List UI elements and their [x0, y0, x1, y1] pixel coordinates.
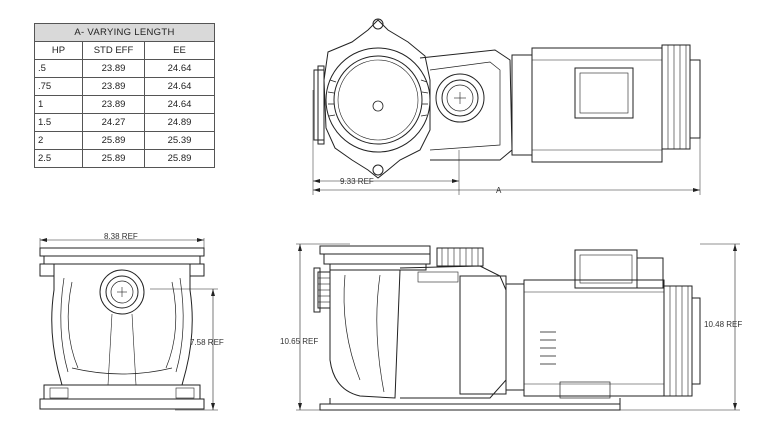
table-row: .75 23.89 24.64: [34, 77, 215, 96]
table-title: A- VARYING LENGTH: [34, 23, 215, 42]
dim-side-right-height: 10.48 REF: [704, 320, 743, 329]
table-row: 2.5 25.89 25.89: [34, 149, 215, 168]
table-row: .5 23.89 24.64: [34, 59, 215, 78]
table-row: 1.5 24.27 24.89: [34, 113, 215, 132]
table-row: 1 23.89 24.64: [34, 95, 215, 114]
dim-front-height: 7.58 REF: [190, 338, 224, 347]
cell-ee: 24.64: [144, 95, 215, 114]
dim-side-left-height: 10.65 REF: [280, 337, 319, 346]
side-view: [296, 243, 740, 411]
dim-front-width: 8.38 REF: [104, 232, 138, 241]
dim-top-total: A: [496, 186, 502, 195]
cell-ee: 25.89: [144, 149, 215, 168]
dim-top-width: 9.33 REF: [340, 177, 374, 186]
top-view: [312, 18, 701, 195]
front-view: [39, 238, 218, 411]
varying-length-table: A- VARYING LENGTH HP STD EFF EE .5 23.89…: [34, 23, 215, 168]
table-row: 2 25.89 25.39: [34, 131, 215, 150]
